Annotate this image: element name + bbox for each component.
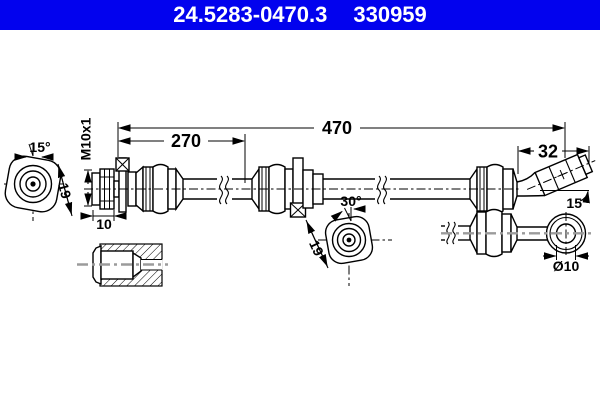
hose-body xyxy=(84,157,545,218)
dim-fitting-length-label: 10 xyxy=(96,216,112,232)
dim-thread: M10x1 xyxy=(78,117,94,207)
dim-fitting-length: 10 xyxy=(80,210,127,232)
dim-left-angle: 15° xyxy=(29,139,50,155)
dim-first-segment-label: 270 xyxy=(171,131,201,151)
left-fitting xyxy=(91,157,137,213)
dim-total-length: 470 xyxy=(117,118,566,158)
middle-end-view: 30° 19 xyxy=(305,193,392,286)
section-view xyxy=(77,243,168,287)
dim-left-width: 19 xyxy=(55,181,75,200)
dim-right-angle: 15° xyxy=(566,195,587,211)
dim-total-length-label: 470 xyxy=(322,118,352,138)
title-bar: 24.5283-0470.3 330959 xyxy=(0,0,600,30)
dim-mid-width: 19 xyxy=(306,237,327,258)
dim-thread-label: M10x1 xyxy=(78,117,94,160)
reference-number: 330959 xyxy=(353,2,427,27)
dim-banjo-bore: Ø10 xyxy=(553,258,580,274)
right-fitting: 15° xyxy=(526,153,596,211)
technical-drawing: 15° 19 M10x1 xyxy=(4,117,596,287)
dim-first-segment: 270 xyxy=(118,131,246,183)
dim-mid-angle: 30° xyxy=(340,193,361,209)
part-number: 24.5283-0470.3 xyxy=(173,2,328,27)
banjo-view: Ø10 xyxy=(441,208,592,274)
dim-right-offset-label: 32 xyxy=(538,142,558,162)
dim-right-offset: 32 xyxy=(517,142,590,174)
left-end-view: 15° 19 xyxy=(4,139,75,221)
